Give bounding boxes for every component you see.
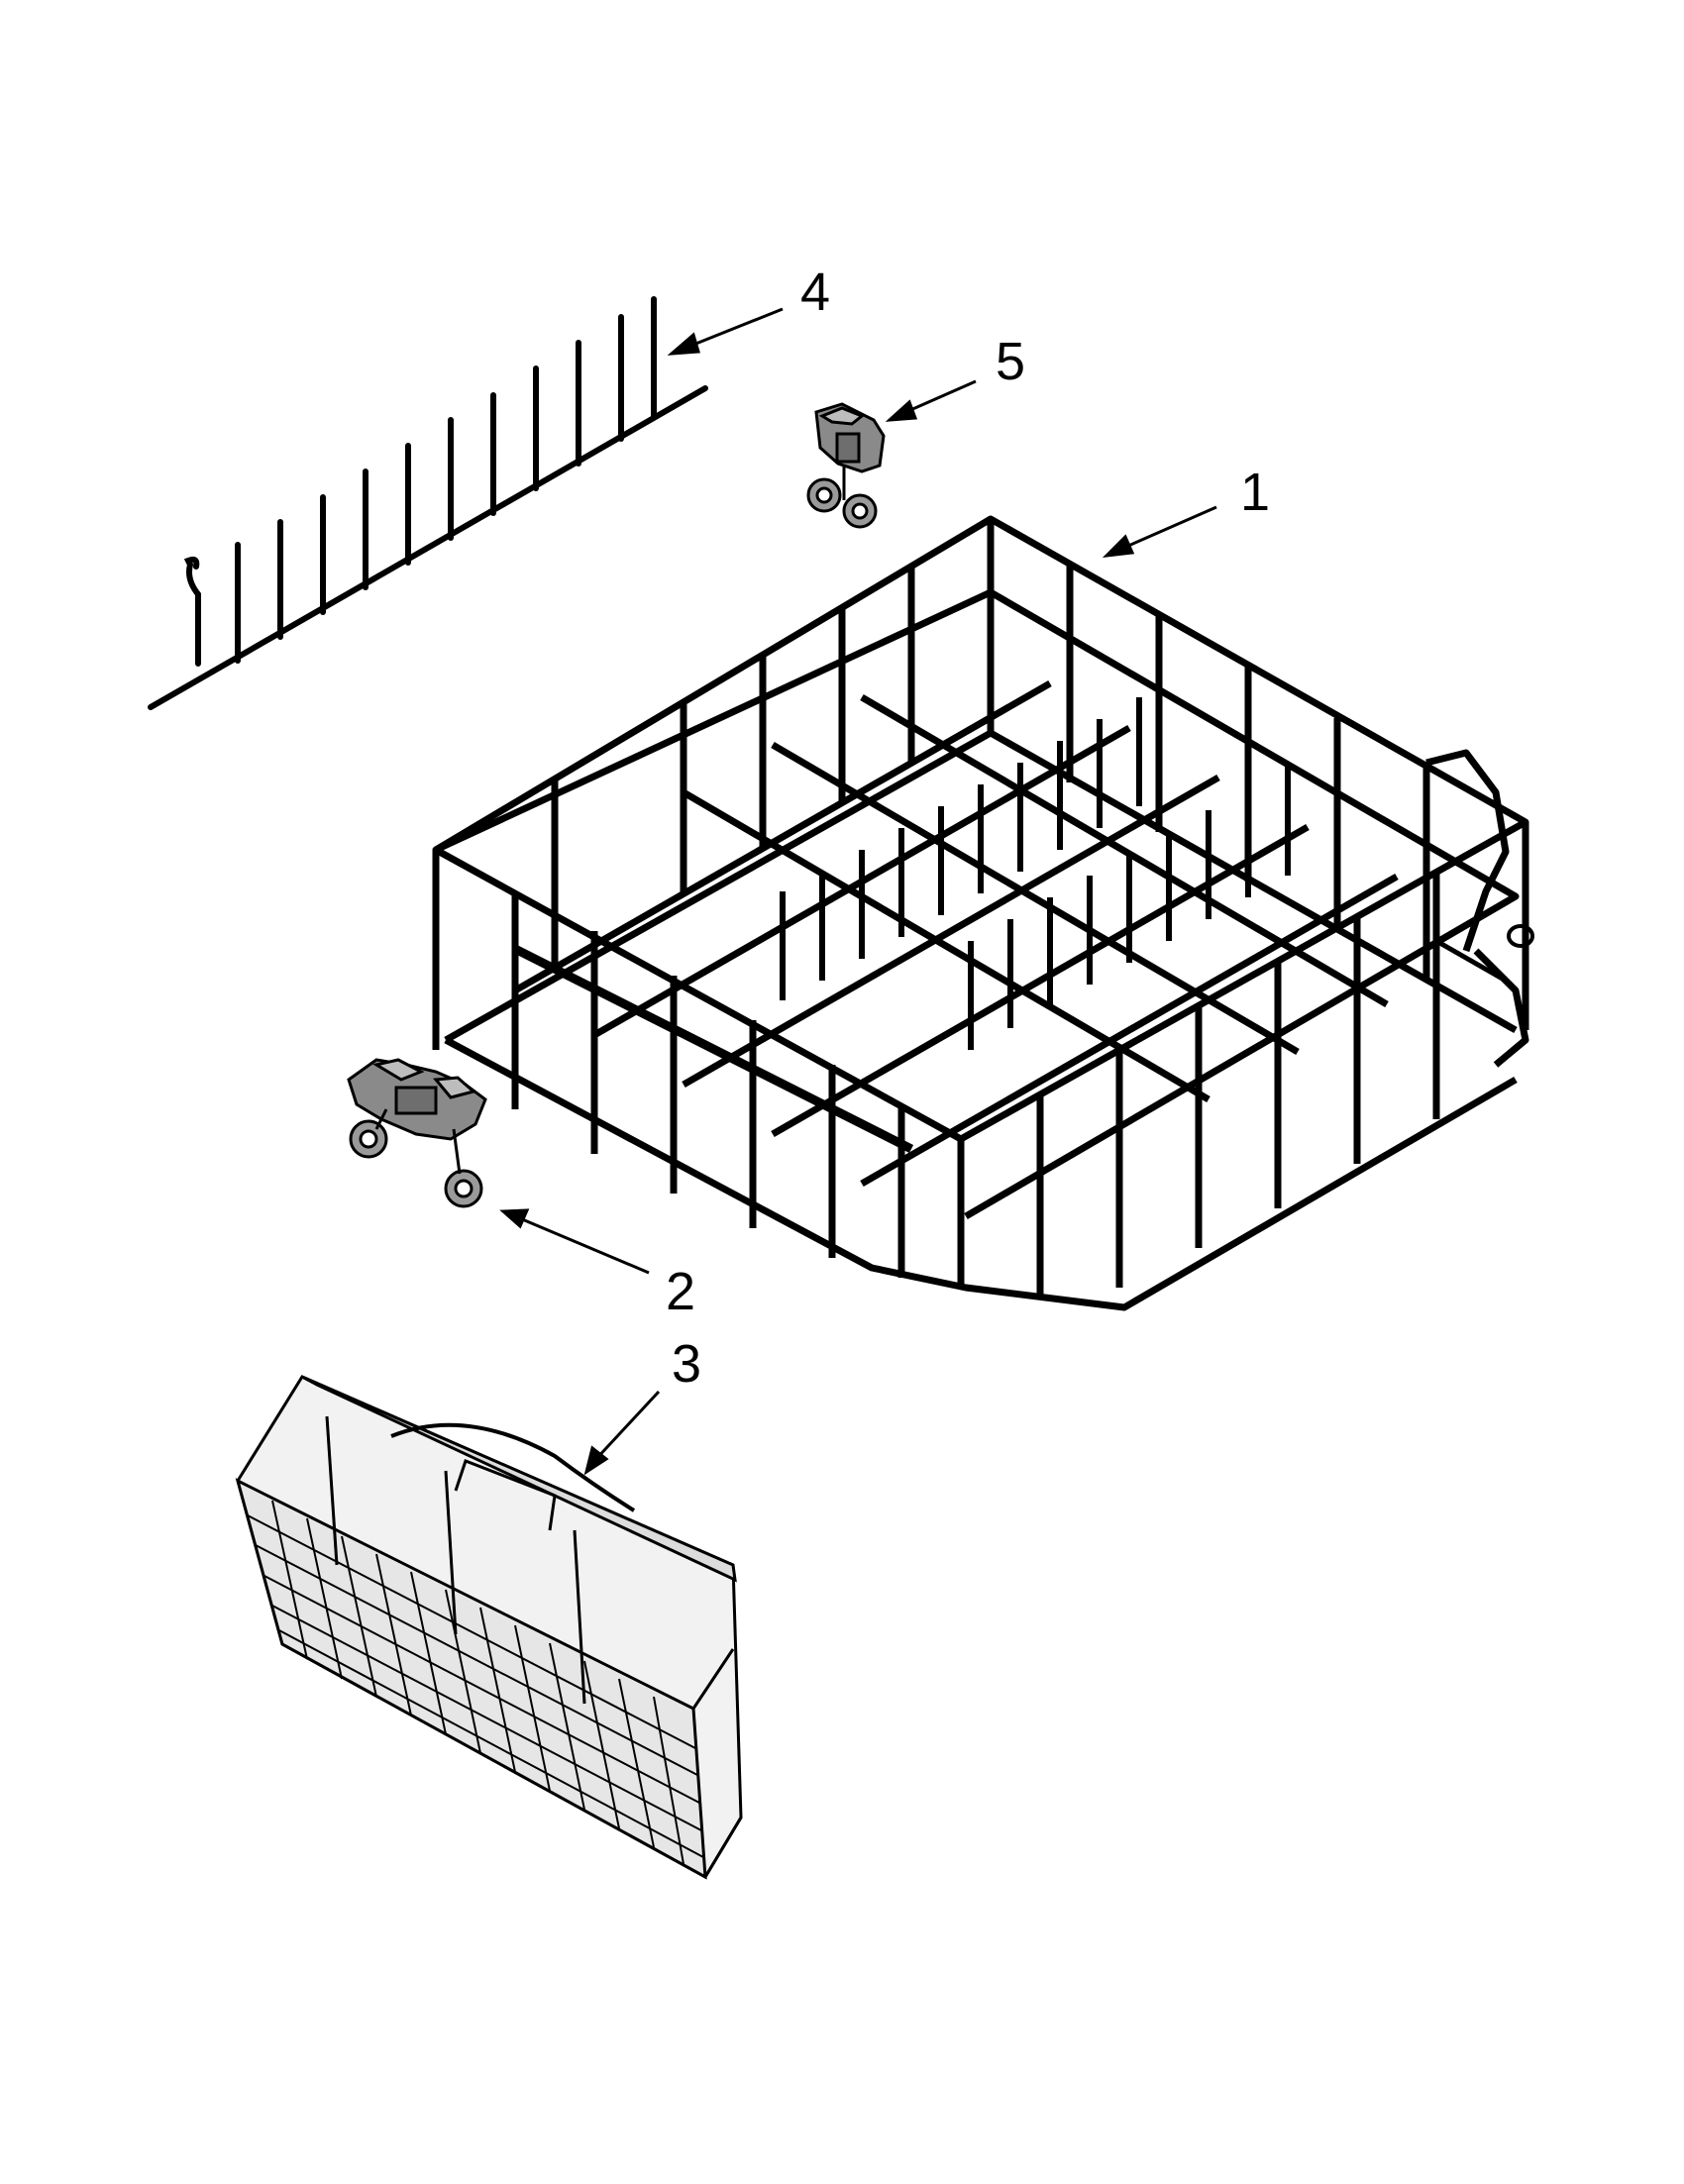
lower-dishrack-part <box>436 519 1532 1307</box>
leader-arrow-3 <box>594 1392 659 1461</box>
callout-number-5: 5 <box>996 332 1026 391</box>
leader-arrows <box>503 309 1216 1472</box>
leader-arrow-2 <box>515 1216 649 1273</box>
callout-number-2: 2 <box>666 1262 696 1321</box>
callout-number-1: 1 <box>1240 463 1271 522</box>
callout-number-3: 3 <box>672 1334 702 1394</box>
silverware-basket-part <box>238 1377 741 1877</box>
wheel-clip-part <box>808 404 884 527</box>
callout-number-4: 4 <box>800 262 831 322</box>
leader-arrow-5 <box>901 381 976 414</box>
leader-arrow-1 <box>1119 507 1216 550</box>
leader-arrow-4 <box>684 309 783 349</box>
rack-wheel-assembly-part <box>349 1060 485 1206</box>
tine-row-part <box>151 299 705 707</box>
